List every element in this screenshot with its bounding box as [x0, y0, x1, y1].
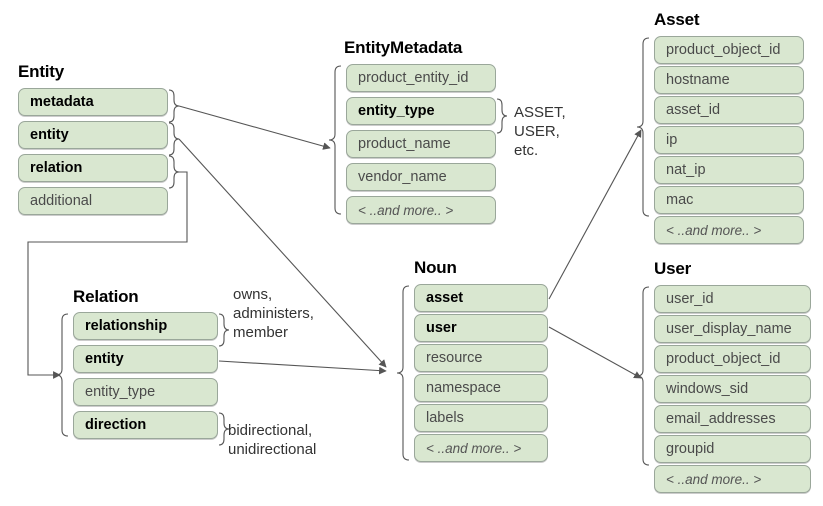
- entity-field-bracket-entity: [168, 122, 180, 156]
- field-entity-additional[interactable]: additional: [18, 187, 168, 215]
- field-user-user-id[interactable]: user_id: [654, 285, 811, 313]
- field-noun-and-more[interactable]: < ..and more.. >: [414, 434, 548, 462]
- field-noun-namespace[interactable]: namespace: [414, 374, 548, 402]
- field-user-product-object-id[interactable]: product_object_id: [654, 345, 811, 373]
- field-relation-direction[interactable]: direction: [73, 411, 218, 439]
- field-relation-entity[interactable]: entity: [73, 345, 218, 373]
- note-entity-type-values: ASSET, USER, etc.: [514, 104, 566, 159]
- field-user-and-more[interactable]: < ..and more.. >: [654, 465, 811, 493]
- field-noun-resource[interactable]: resource: [414, 344, 548, 372]
- user-group-bracket: [636, 286, 650, 466]
- field-relation-entity-type[interactable]: entity_type: [73, 378, 218, 406]
- group-title-user: User: [654, 259, 692, 278]
- group-title-asset: Asset: [654, 10, 700, 29]
- entity-field-bracket-relation: [168, 155, 180, 189]
- group-title-entitymetadata: EntityMetadata: [344, 38, 463, 57]
- field-user-groupid[interactable]: groupid: [654, 435, 811, 463]
- field-entitymetadata-product-name[interactable]: product_name: [346, 130, 496, 158]
- entity-field-bracket-metadata: [168, 89, 180, 123]
- field-asset-nat-ip[interactable]: nat_ip: [654, 156, 804, 184]
- field-entitymetadata-vendor-name[interactable]: vendor_name: [346, 163, 496, 191]
- group-title-noun: Noun: [414, 258, 457, 277]
- field-asset-and-more[interactable]: < ..and more.. >: [654, 216, 804, 244]
- field-noun-labels[interactable]: labels: [414, 404, 548, 432]
- field-asset-asset-id[interactable]: asset_id: [654, 96, 804, 124]
- field-relation-relationship[interactable]: relationship: [73, 312, 218, 340]
- field-asset-hostname[interactable]: hostname: [654, 66, 804, 94]
- field-entity-relation[interactable]: relation: [18, 154, 168, 182]
- field-user-windows-sid[interactable]: windows_sid: [654, 375, 811, 403]
- field-asset-mac[interactable]: mac: [654, 186, 804, 214]
- field-noun-asset[interactable]: asset: [414, 284, 548, 312]
- field-noun-user[interactable]: user: [414, 314, 548, 342]
- note-relationship-values: owns, administers, member: [233, 286, 314, 341]
- field-entitymetadata-and-more[interactable]: < ..and more.. >: [346, 196, 496, 224]
- field-entitymetadata-entity-type[interactable]: entity_type: [346, 97, 496, 125]
- field-user-user-display-name[interactable]: user_display_name: [654, 315, 811, 343]
- group-title-relation: Relation: [73, 287, 139, 306]
- entitymetadata-entity-type-bracket: [496, 98, 508, 134]
- note-direction-values: bidirectional, unidirectional: [228, 422, 317, 458]
- asset-group-bracket: [636, 37, 650, 217]
- relation-relationship-bracket: [218, 313, 230, 347]
- field-entity-entity[interactable]: entity: [18, 121, 168, 149]
- group-title-entity: Entity: [18, 62, 65, 81]
- wire-relation-entity-to-noun: [218, 360, 387, 375]
- wire-metadata-to-entitymetadata: [178, 105, 331, 150]
- field-entitymetadata-product-entity-id[interactable]: product_entity_id: [346, 64, 496, 92]
- entitymetadata-group-bracket: [328, 65, 342, 215]
- field-asset-product-object-id[interactable]: product_object_id: [654, 36, 804, 64]
- relation-group-bracket: [55, 313, 69, 437]
- field-asset-ip[interactable]: ip: [654, 126, 804, 154]
- field-user-email-addresses[interactable]: email_addresses: [654, 405, 811, 433]
- field-entity-metadata[interactable]: metadata: [18, 88, 168, 116]
- noun-group-bracket: [396, 285, 410, 461]
- wire-noun-user-to-user: [548, 326, 642, 379]
